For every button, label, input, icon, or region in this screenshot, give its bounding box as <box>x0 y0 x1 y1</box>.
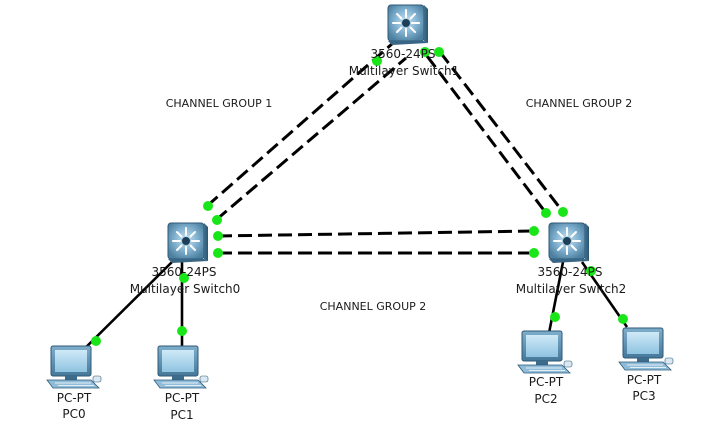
pc3-name-label: PC3 <box>632 389 655 403</box>
channel-group-label-right: CHANNEL GROUP 2 <box>526 97 633 110</box>
switch2-model-label: 3560-24PS <box>538 265 603 279</box>
switch0-name-label: Multilayer Switch0 <box>130 282 241 296</box>
switch1-node[interactable]: 3560-24PS Multilayer Switch1 <box>349 4 460 78</box>
port-light <box>212 215 222 225</box>
multilayer-switch-icon[interactable] <box>548 222 590 264</box>
port-light <box>550 312 560 322</box>
pc1-node[interactable]: PC-PT PC1 <box>153 345 209 422</box>
etherchannel-link-s1-s2-b[interactable] <box>438 51 565 213</box>
channel-group-label-left: CHANNEL GROUP 1 <box>166 97 273 110</box>
links <box>64 41 629 369</box>
multilayer-switch-icon[interactable] <box>387 4 429 46</box>
port-light <box>420 47 430 57</box>
pc3-model-label: PC-PT <box>627 373 662 387</box>
pc3-node[interactable]: PC-PT PC3 <box>618 327 674 403</box>
pc0-name-label: PC0 <box>62 407 85 421</box>
pc1-name-label: PC1 <box>170 408 193 422</box>
switch0-model-label: 3560-24PS <box>152 265 217 279</box>
port-light <box>434 47 444 57</box>
pc2-model-label: PC-PT <box>529 375 564 389</box>
port-light <box>541 208 551 218</box>
pc0-node[interactable]: PC-PT PC0 <box>46 345 102 421</box>
desktop-pc-icon[interactable] <box>618 327 674 371</box>
port-light <box>529 226 539 236</box>
desktop-pc-icon[interactable] <box>517 330 573 374</box>
switch1-name-label: Multilayer Switch1 <box>349 64 460 78</box>
switch0-node[interactable]: 3560-24PS Multilayer Switch0 <box>130 222 241 296</box>
pc2-node[interactable]: PC-PT PC2 <box>517 330 573 406</box>
port-light <box>213 231 223 241</box>
port-light <box>213 248 223 258</box>
switch2-node[interactable]: 3560-24PS Multilayer Switch2 <box>516 222 627 296</box>
pc1-model-label: PC-PT <box>165 391 200 405</box>
port-light <box>618 314 628 324</box>
port-light <box>91 336 101 346</box>
pc0-model-label: PC-PT <box>57 391 92 405</box>
port-light <box>177 326 187 336</box>
etherchannel-link-s1-s2-a[interactable] <box>425 55 548 214</box>
port-light <box>586 266 596 276</box>
multilayer-switch-icon[interactable] <box>167 222 209 264</box>
etherchannel-link-s0-s2-a[interactable] <box>217 229 535 238</box>
link-pc2-switch2[interactable] <box>547 261 565 334</box>
switch1-model-label: 3560-24PS <box>371 47 436 61</box>
port-light <box>529 248 539 258</box>
port-light <box>203 201 213 211</box>
etherchannel-link-s0-s1-b[interactable] <box>215 56 407 222</box>
desktop-pc-icon[interactable] <box>153 345 209 389</box>
port-light <box>179 273 189 283</box>
desktop-pc-icon[interactable] <box>46 345 102 389</box>
etherchannel-link-s0-s1-a[interactable] <box>206 41 394 208</box>
port-light <box>558 207 568 217</box>
channel-group-label-bottom: CHANNEL GROUP 2 <box>320 300 427 313</box>
pc2-name-label: PC2 <box>534 392 557 406</box>
port-light <box>372 56 382 66</box>
port-status-lights <box>91 47 628 346</box>
switch2-name-label: Multilayer Switch2 <box>516 282 627 296</box>
